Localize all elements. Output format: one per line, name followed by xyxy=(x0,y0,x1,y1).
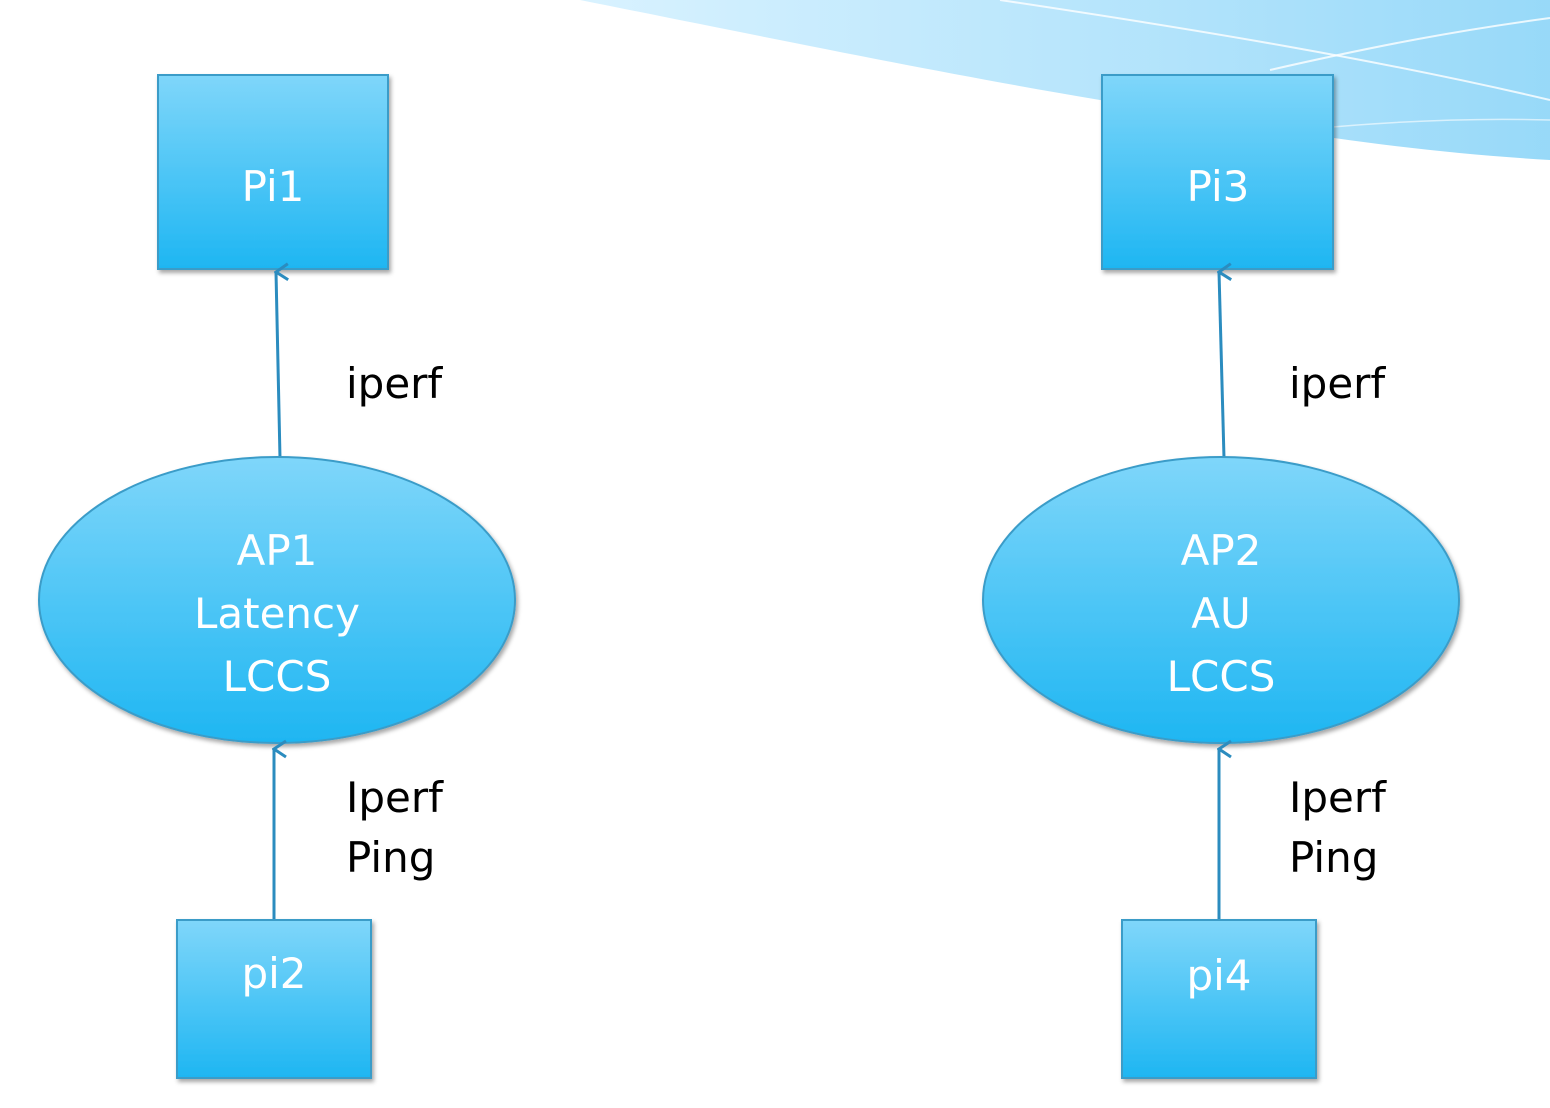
edge-pi2-ap1-label-line2: Ping xyxy=(346,833,435,882)
ap1-node: AP1 Latency LCCS xyxy=(38,456,516,744)
edge-pi2-ap1-label-line1: Iperf xyxy=(346,773,444,822)
edge-ap2-to-pi3 xyxy=(1219,272,1224,459)
ap1-label-line1: AP1 xyxy=(237,526,318,575)
pi1-label: Pi1 xyxy=(242,162,305,211)
ap2-label-line1: AP2 xyxy=(1181,526,1262,575)
pi2-label: pi2 xyxy=(241,949,306,998)
background-swoosh xyxy=(580,0,1550,160)
ap2-label-line2: AU xyxy=(1191,589,1250,638)
pi1-node: Pi1 xyxy=(157,74,389,270)
edge-pi4-ap2-label-line2: Ping xyxy=(1289,833,1378,882)
ap2-node: AP2 AU LCCS xyxy=(982,456,1460,744)
ap2-label-line3: LCCS xyxy=(1167,652,1276,701)
edge-ap1-pi1-label: iperf xyxy=(346,359,443,408)
pi3-label: Pi3 xyxy=(1187,162,1250,211)
pi3-node: Pi3 xyxy=(1101,74,1334,270)
edge-ap1-to-pi1 xyxy=(276,272,280,459)
pi4-label: pi4 xyxy=(1186,951,1251,1000)
ap1-label-line2: Latency xyxy=(194,589,360,638)
edge-ap2-pi3-label: iperf xyxy=(1289,359,1386,408)
pi4-node: pi4 xyxy=(1121,919,1317,1079)
ap1-label-line3: LCCS xyxy=(223,652,332,701)
pi2-node: pi2 xyxy=(176,919,372,1079)
edge-pi4-ap2-label-line1: Iperf xyxy=(1289,773,1387,822)
